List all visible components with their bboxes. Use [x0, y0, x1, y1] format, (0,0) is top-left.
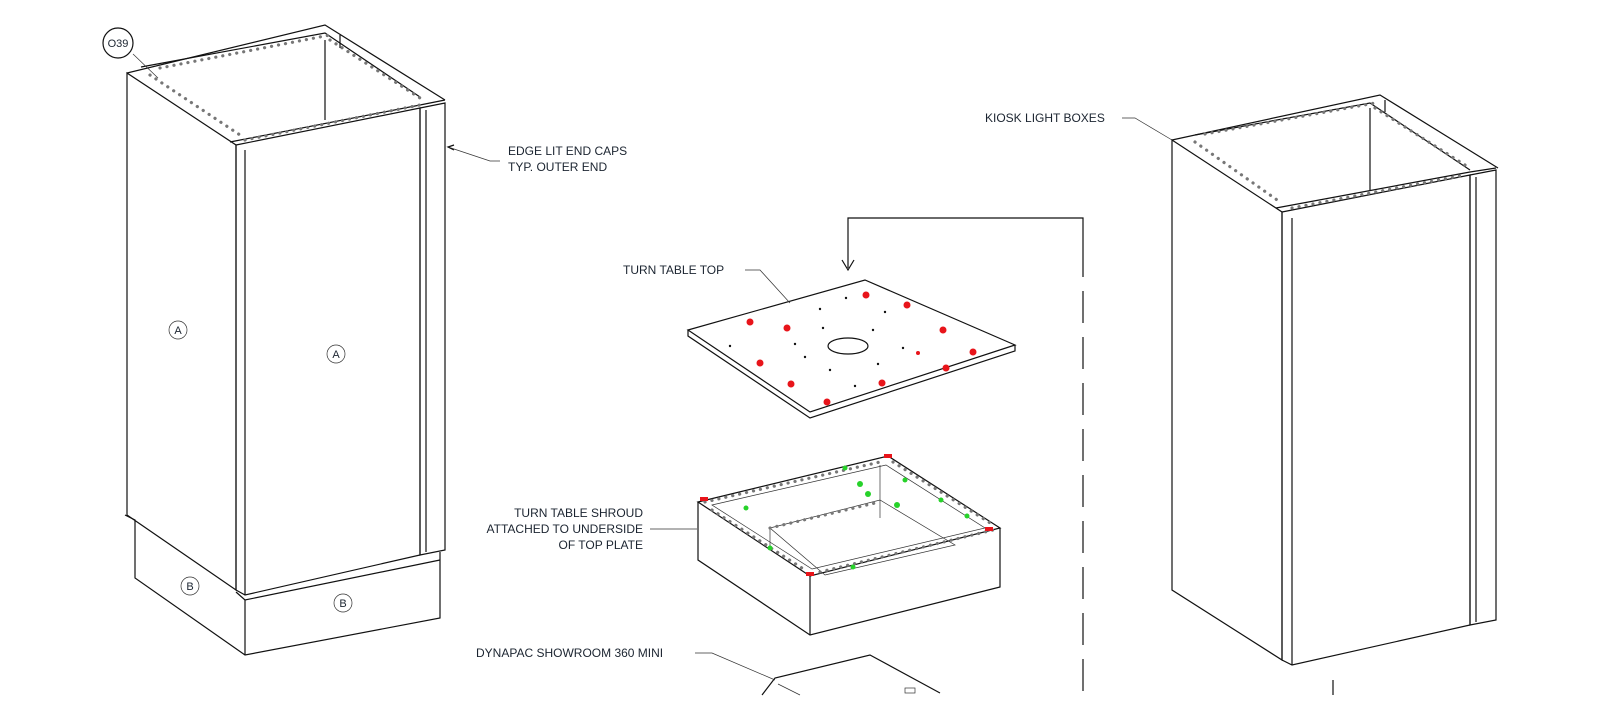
turn-table-shroud: [696, 454, 1002, 636]
right-kiosk: [1171, 94, 1499, 666]
shroud-label-3: OF TOP PLATE: [559, 538, 643, 552]
green-fasteners: [743, 465, 970, 570]
dynapac-label: DYNAPAC SHOWROOM 360 MINI: [476, 646, 663, 660]
svg-text:A: A: [332, 349, 340, 361]
shroud-label-2: ATTACHED TO UNDERSIDE: [487, 522, 643, 536]
svg-text:B: B: [339, 598, 346, 610]
part-tag-a: A: [168, 320, 188, 340]
edge-lit-label: EDGE LIT END CAPS: [508, 144, 627, 158]
dynapac-unit: [761, 654, 941, 696]
svg-text:B: B: [186, 581, 193, 593]
detail-tag: O39: [102, 27, 134, 59]
svg-text:A: A: [174, 325, 182, 337]
turn-table-top-plate: [686, 279, 1017, 419]
section-leader: [841, 217, 1334, 700]
edge-lit-label-2: TYP. OUTER END: [508, 160, 607, 174]
kiosk-light-boxes-label: KIOSK LIGHT BOXES: [985, 111, 1105, 125]
part-tag-b: B: [180, 576, 200, 596]
red-fasteners: [746, 291, 977, 406]
part-tag-b: B: [333, 593, 353, 613]
leaders: [132, 53, 1173, 681]
left-kiosk: [124, 24, 446, 656]
turn-table-top-label: TURN TABLE TOP: [623, 263, 724, 277]
shroud-label-1: TURN TABLE SHROUD: [514, 506, 643, 520]
svg-text:O39: O39: [108, 38, 129, 50]
part-tag-a: A: [326, 344, 346, 364]
